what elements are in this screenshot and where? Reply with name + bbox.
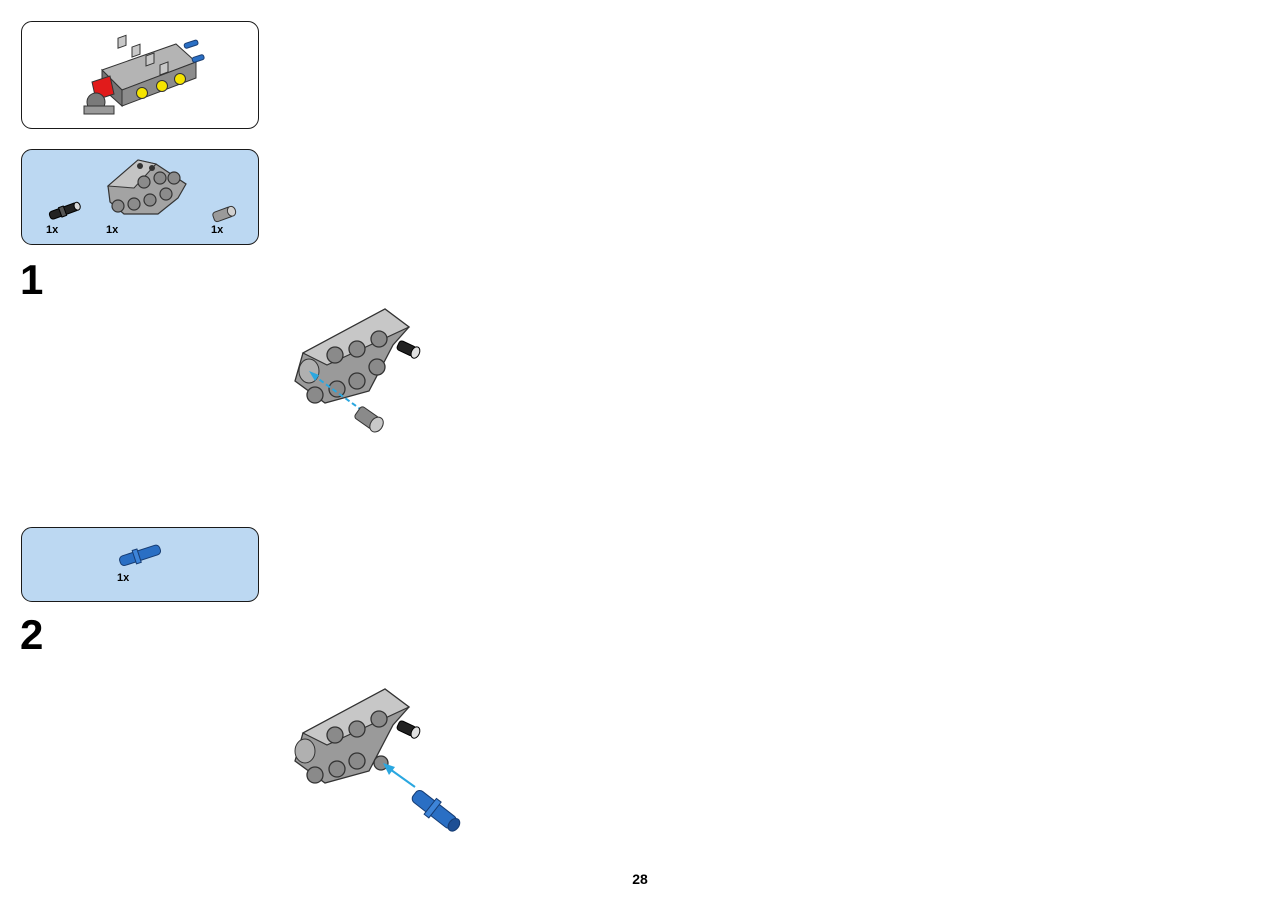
submodel-preview-box bbox=[21, 21, 259, 129]
part-1-quantity: 1x bbox=[46, 224, 59, 236]
step-1-number: 1 bbox=[20, 256, 44, 303]
blue-pin-quantity: 1x bbox=[117, 572, 130, 584]
parts-callout-step-1: 1x 1x 1x bbox=[21, 149, 259, 245]
step-2-number: 2 bbox=[20, 611, 44, 658]
step-2-assembly-image bbox=[294, 688, 461, 832]
black-pin-part-image bbox=[48, 201, 81, 220]
page-number: 28 bbox=[632, 871, 648, 887]
blue-axle-pin-part-image bbox=[119, 544, 162, 567]
part-2-quantity: 1x bbox=[106, 224, 119, 236]
gray-pin-part-image bbox=[212, 205, 237, 223]
liftarm-frame-part-image bbox=[106, 159, 187, 215]
part-3-quantity: 1x bbox=[211, 224, 224, 236]
step-1-assembly-image bbox=[294, 308, 421, 433]
parts-callout-step-2: 1x bbox=[21, 527, 259, 602]
engine-block-image bbox=[83, 34, 205, 115]
